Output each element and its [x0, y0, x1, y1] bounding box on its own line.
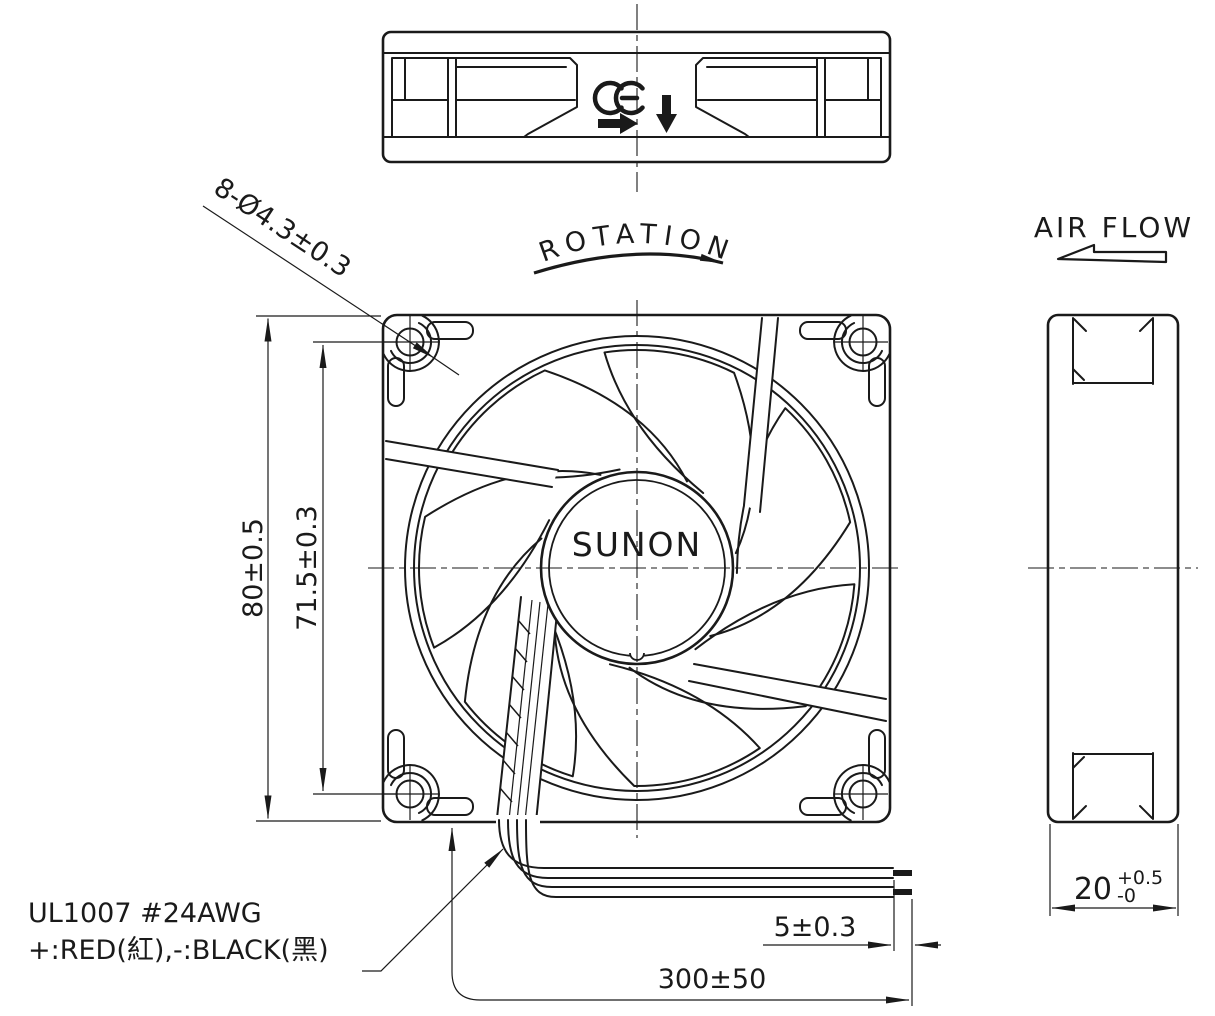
dim-mounting-holes-text: 8-Ø4.3±0.3	[208, 172, 356, 284]
front-view: SUNON	[363, 296, 894, 829]
wire-spec-line2: +:RED(紅),-:BLACK(黑)	[28, 935, 329, 966]
dim-mounting-holes: 8-Ø4.3±0.3	[202, 172, 460, 376]
dim-hole-pitch: 71.5±0.3	[292, 341, 398, 795]
rotation-annotation: ROTATION	[533, 219, 732, 275]
frame-struts	[385, 317, 887, 722]
dim-depth-text: 20	[1074, 872, 1112, 907]
dim-depth-tol-upper: +0.5	[1117, 867, 1163, 889]
wire-channel	[496, 596, 559, 823]
top-view-right-vent	[695, 57, 882, 138]
air-flow-annotation: AIR FLOW	[1034, 211, 1194, 264]
wire-spec-line1: UL1007 #24AWG	[28, 898, 262, 929]
side-view-top-boss	[1072, 317, 1154, 385]
dim-strip-length: 5±0.3	[763, 880, 941, 1006]
top-view-frame	[381, 30, 892, 164]
wire-spec-note: UL1007 #24AWG +:RED(紅),-:BLACK(黑)	[28, 848, 504, 972]
dim-lead-length: 300±50	[448, 827, 910, 1004]
wire-stripped-tip	[893, 889, 912, 895]
air-flow-label: AIR FLOW	[1034, 211, 1194, 244]
brand-label: SUNON	[572, 525, 702, 564]
rotation-arrow-icon	[533, 252, 724, 275]
dim-lead-length-text: 300±50	[658, 964, 767, 995]
dim-depth-tol-lower: -0	[1117, 885, 1136, 907]
dim-hole-pitch-text: 71.5±0.3	[292, 505, 323, 631]
wire-hatching	[499, 619, 531, 803]
dim-depth: 20 +0.5 -0	[1049, 824, 1179, 916]
flow-right-arrow-icon	[598, 113, 638, 134]
top-view	[381, 4, 892, 192]
air-flow-arrow-icon	[1056, 243, 1168, 264]
centerlines	[368, 300, 1198, 838]
dim-strip-length-text: 5±0.3	[774, 912, 857, 943]
side-view-bottom-boss	[1072, 752, 1154, 820]
lead-wires	[496, 815, 912, 898]
dim-frame-size-text: 80±0.5	[238, 518, 269, 618]
flow-down-arrow-icon	[656, 95, 677, 133]
ce-mark-icon	[592, 80, 645, 116]
wire-stripped-tip	[893, 870, 912, 876]
dim-frame-size: 80±0.5	[238, 315, 381, 822]
top-view-left-vent	[391, 57, 578, 138]
